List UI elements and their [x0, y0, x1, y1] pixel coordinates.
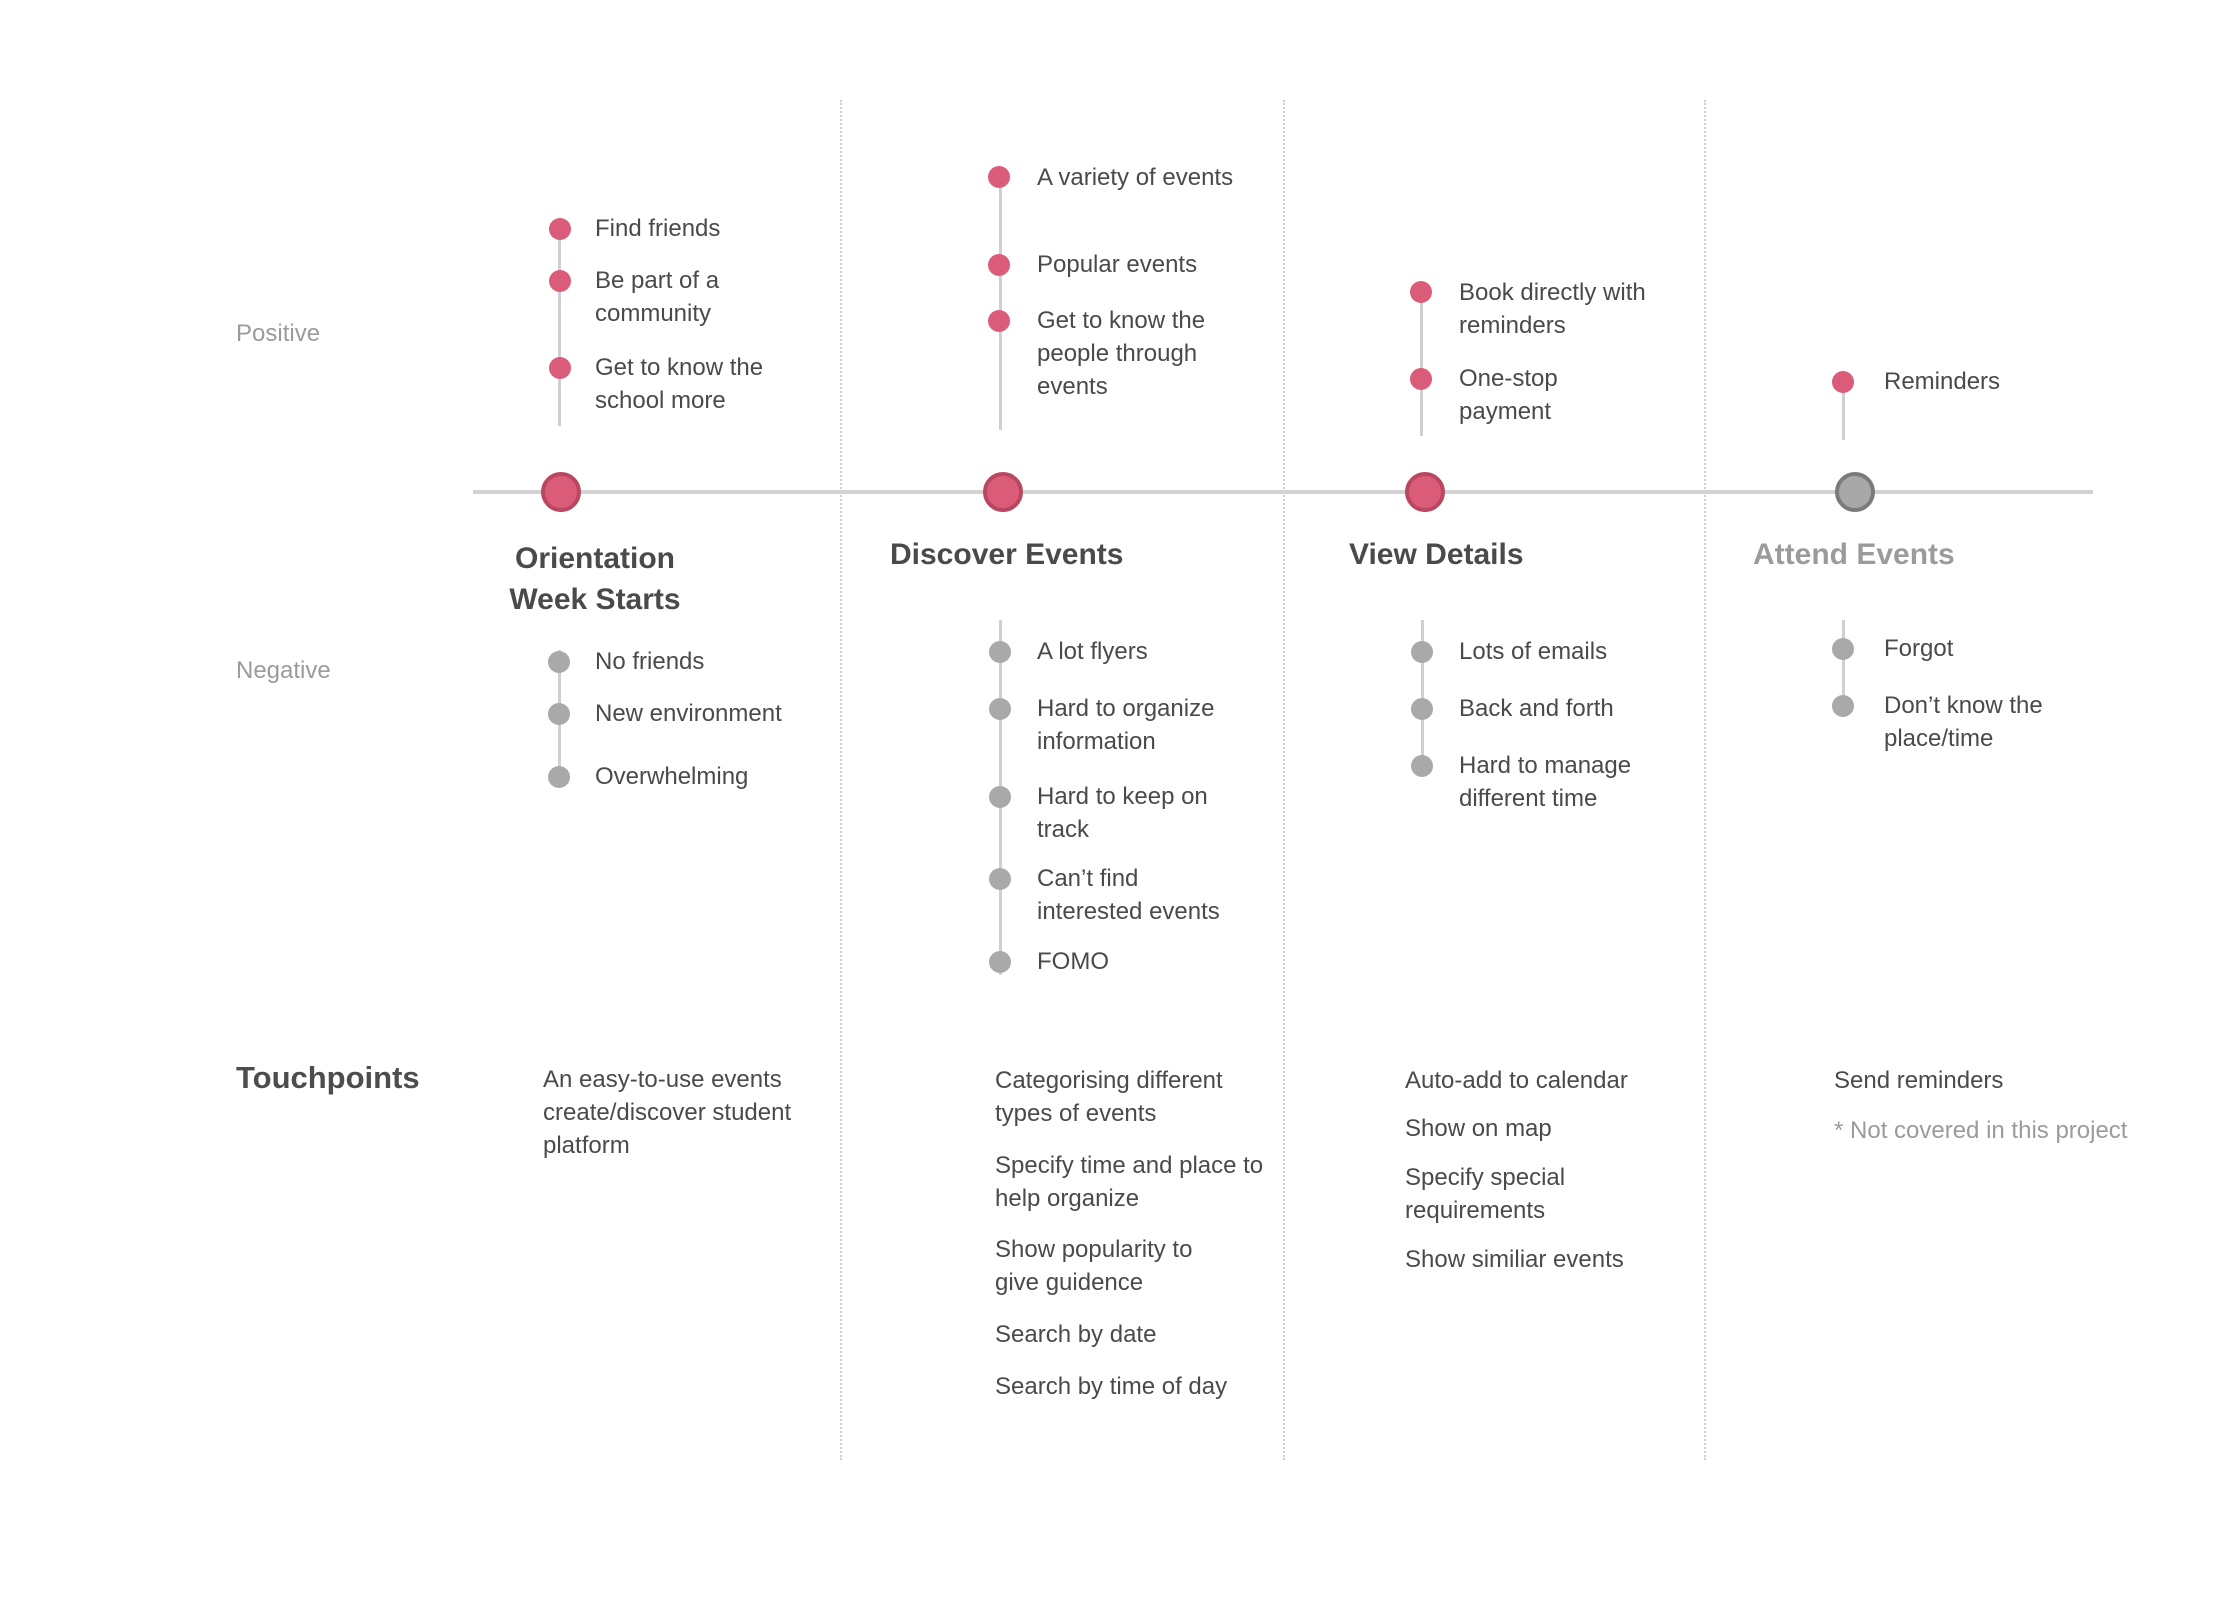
positive-stem	[1420, 296, 1423, 436]
negative-stem	[1842, 620, 1845, 710]
negative-dot	[1411, 641, 1433, 663]
negative-dot	[989, 641, 1011, 663]
positive-dot	[1832, 371, 1854, 393]
negative-dot	[989, 868, 1011, 890]
touchpoint-item: Show similiar events	[1405, 1246, 1624, 1273]
positive-dot	[1410, 368, 1432, 390]
positive-dot	[1410, 281, 1432, 303]
negative-item: A lot flyers	[1037, 638, 1148, 665]
negative-item: Overwhelming	[595, 763, 749, 790]
stage-separator	[1283, 100, 1285, 1460]
stage-separator	[840, 100, 842, 1460]
positive-item: Be part of a community	[595, 267, 720, 327]
touchpoint-item: Search by time of day	[995, 1373, 1228, 1400]
positive-item: One-stop payment	[1459, 365, 1558, 425]
milestone-details	[1405, 472, 1445, 512]
stage-title-attend: Attend Events	[1753, 538, 1955, 571]
positive-item: Get to know the school more	[595, 354, 764, 414]
negative-stem	[1421, 620, 1424, 770]
touchpoint-item: An easy-to-use events create/discover st…	[543, 1066, 792, 1159]
touchpoints-row-label: Touchpoints	[236, 1060, 420, 1095]
negative-item: FOMO	[1037, 948, 1109, 975]
positive-stem	[1842, 384, 1845, 440]
touchpoint-item: Show on map	[1405, 1115, 1552, 1142]
positive-dot	[988, 166, 1010, 188]
negative-item: Hard to keep on track	[1037, 783, 1208, 843]
touchpoint-item: Search by date	[995, 1321, 1157, 1348]
negative-item: Lots of emails	[1459, 638, 1608, 665]
milestone-attend	[1835, 472, 1875, 512]
stage-title-details: View Details	[1349, 538, 1524, 571]
touchpoint-item: Auto-add to calendar	[1405, 1067, 1628, 1094]
negative-dot	[1411, 698, 1433, 720]
negative-dot	[989, 951, 1011, 973]
positive-row-label: Positive	[236, 320, 321, 347]
positive-dot	[549, 270, 571, 292]
positive-dot	[549, 218, 571, 240]
touchpoint-item: Show popularity to give guidence	[995, 1236, 1193, 1296]
positive-stem	[558, 228, 561, 426]
positive-item: Reminders	[1884, 368, 2001, 395]
negative-item: Hard to manage different time	[1459, 752, 1632, 812]
stage-title-discover: Discover Events	[890, 538, 1124, 571]
touchpoint-item: Specify special requirements	[1405, 1164, 1566, 1224]
negative-dot	[989, 698, 1011, 720]
positive-item: Popular events	[1037, 251, 1198, 278]
negative-dot	[989, 786, 1011, 808]
negative-item: New environment	[595, 700, 782, 727]
positive-item: Book directly with reminders	[1459, 279, 1646, 339]
negative-item: Hard to organize information	[1037, 695, 1215, 755]
journey-timeline	[473, 490, 2093, 494]
touchpoint-item: Specify time and place to help organize	[995, 1152, 1264, 1212]
positive-dot	[988, 310, 1010, 332]
negative-dot	[1832, 695, 1854, 717]
negative-item: Back and forth	[1459, 695, 1614, 722]
negative-item: Don’t know the place/time	[1884, 692, 2043, 752]
negative-dot	[1832, 638, 1854, 660]
touchpoint-item: Categorising different types of events	[995, 1067, 1223, 1127]
negative-item: No friends	[595, 648, 705, 675]
negative-dot	[1411, 755, 1433, 777]
negative-dot	[548, 703, 570, 725]
positive-dot	[549, 357, 571, 379]
negative-row-label: Negative	[236, 657, 331, 684]
touchpoint-item: Send reminders	[1834, 1067, 2004, 1094]
out-of-scope-note: * Not covered in this project	[1834, 1117, 2128, 1144]
negative-dot	[548, 651, 570, 673]
positive-item: Get to know the people through events	[1037, 307, 1206, 400]
milestone-discover	[983, 472, 1023, 512]
positive-dot	[988, 254, 1010, 276]
milestone-orientation	[541, 472, 581, 512]
stage-separator	[1704, 100, 1706, 1460]
positive-item: A variety of events	[1037, 164, 1234, 191]
positive-item: Find friends	[595, 215, 721, 242]
negative-dot	[548, 766, 570, 788]
stage-title-orientation: Orientation Week Starts	[509, 542, 681, 616]
positive-stem	[999, 180, 1002, 430]
negative-item: Can’t find interested events	[1037, 865, 1220, 925]
negative-item: Forgot	[1884, 635, 1954, 662]
